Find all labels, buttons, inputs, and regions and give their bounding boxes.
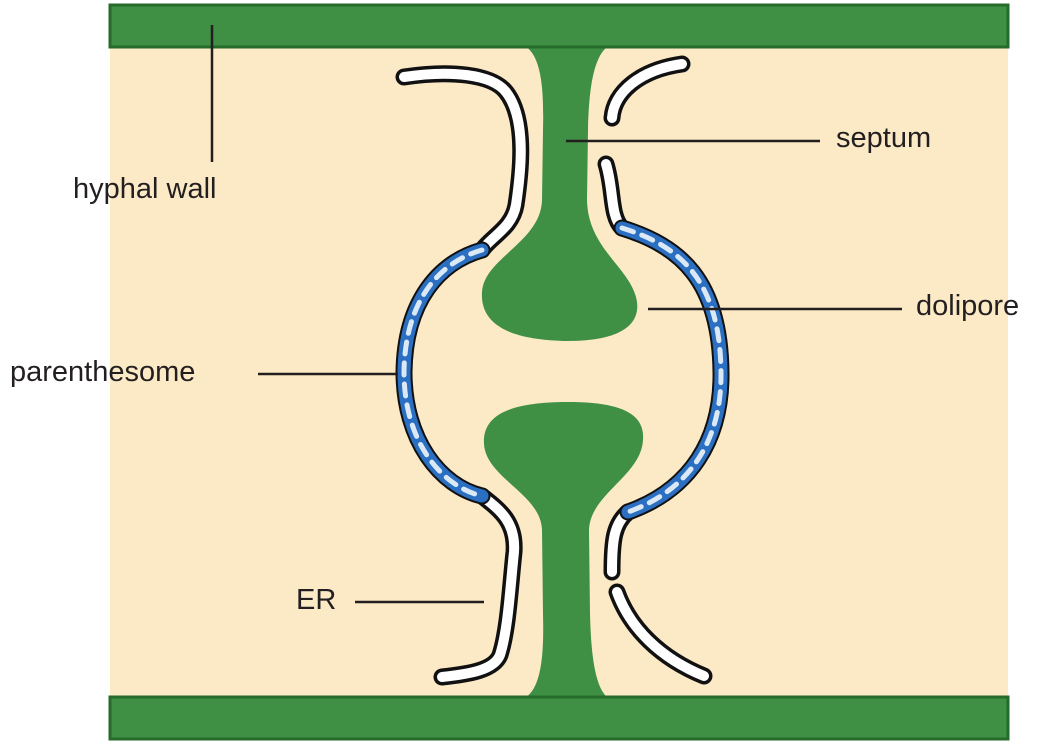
hyphal-wall-bottom <box>110 697 1008 739</box>
hyphal-wall-top <box>110 5 1008 47</box>
er-label: ER <box>296 586 336 615</box>
hyphal-wall-label: hyphal wall <box>73 175 216 204</box>
septum-label: septum <box>836 124 931 153</box>
parenthesome-label: parenthesome <box>10 358 195 387</box>
dolipore-label: dolipore <box>916 292 1019 321</box>
